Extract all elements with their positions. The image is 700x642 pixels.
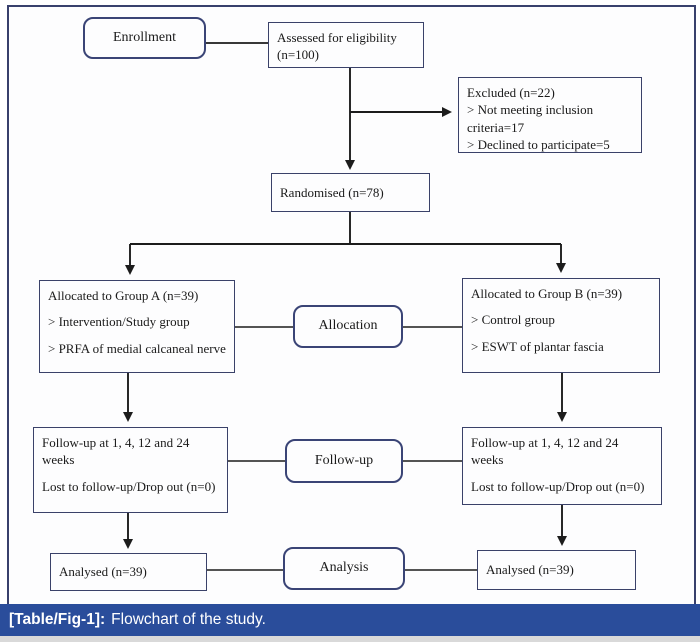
bottom-strip (0, 636, 700, 642)
node-allocation-label: Allocation (293, 305, 403, 348)
node-analysed-a: Analysed (n=39) (50, 553, 207, 591)
node-group-b: Allocated to Group B (n=39) > Control gr… (462, 278, 660, 373)
caption-text: Flowchart of the study. (111, 611, 266, 628)
caption-label: [Table/Fig-1]: (9, 611, 106, 628)
node-group-b-line: > ESWT of plantar fascia (471, 338, 604, 354)
node-followup-b-line: Lost to follow-up/Drop out (n=0) (471, 478, 645, 494)
node-followup-label: Follow-up (285, 439, 403, 483)
node-excluded-line: > Declined to participate=5 (467, 136, 610, 152)
node-enrollment: Enrollment (83, 17, 206, 59)
node-group-a-line: > Intervention/Study group (48, 314, 190, 330)
node-excluded: Excluded (n=22) > Not meeting inclusion … (458, 77, 642, 153)
node-analysis-label-text: Analysis (319, 560, 369, 576)
node-allocation-text: Allocation (318, 318, 378, 334)
node-followup-a-line: Lost to follow-up/Drop out (n=0) (42, 478, 216, 494)
node-group-a-line: Allocated to Group A (n=39) (48, 288, 199, 303)
node-followup-a-line: Follow-up at 1, 4, 12 and 24 weeks (42, 435, 190, 468)
figure-caption: [Table/Fig-1]: Flowchart of the study. (0, 604, 700, 636)
node-excluded-line: Excluded (n=22) (467, 85, 555, 100)
node-randomised-text: Randomised (n=78) (280, 184, 384, 200)
node-assessed-text: Assessed for eligibility (n=100) (277, 30, 397, 63)
node-randomised: Randomised (n=78) (271, 173, 430, 212)
node-excluded-line: > Not meeting inclusion criteria=17 (467, 102, 594, 135)
node-followup-label-text: Follow-up (314, 452, 374, 468)
node-group-a: Allocated to Group A (n=39) > Interventi… (39, 280, 235, 373)
node-group-b-line: Allocated to Group B (n=39) (471, 286, 623, 301)
node-analysed-b: Analysed (n=39) (477, 550, 636, 590)
node-followup-b: Follow-up at 1, 4, 12 and 24 weeks Lost … (462, 427, 662, 505)
node-assessed: Assessed for eligibility (n=100) (268, 22, 424, 68)
node-group-b-line: > Control group (471, 312, 555, 328)
node-followup-b-line: Follow-up at 1, 4, 12 and 24 weeks (471, 435, 619, 468)
node-followup-a: Follow-up at 1, 4, 12 and 24 weeks Lost … (33, 427, 228, 513)
node-group-a-line: > PRFA of medial calcaneal nerve (48, 340, 226, 356)
node-analysed-a-text: Analysed (n=39) (59, 564, 147, 580)
node-analysis-label: Analysis (283, 547, 405, 590)
node-analysed-b-text: Analysed (n=39) (486, 562, 574, 578)
node-enrollment-label: Enrollment (113, 29, 176, 45)
